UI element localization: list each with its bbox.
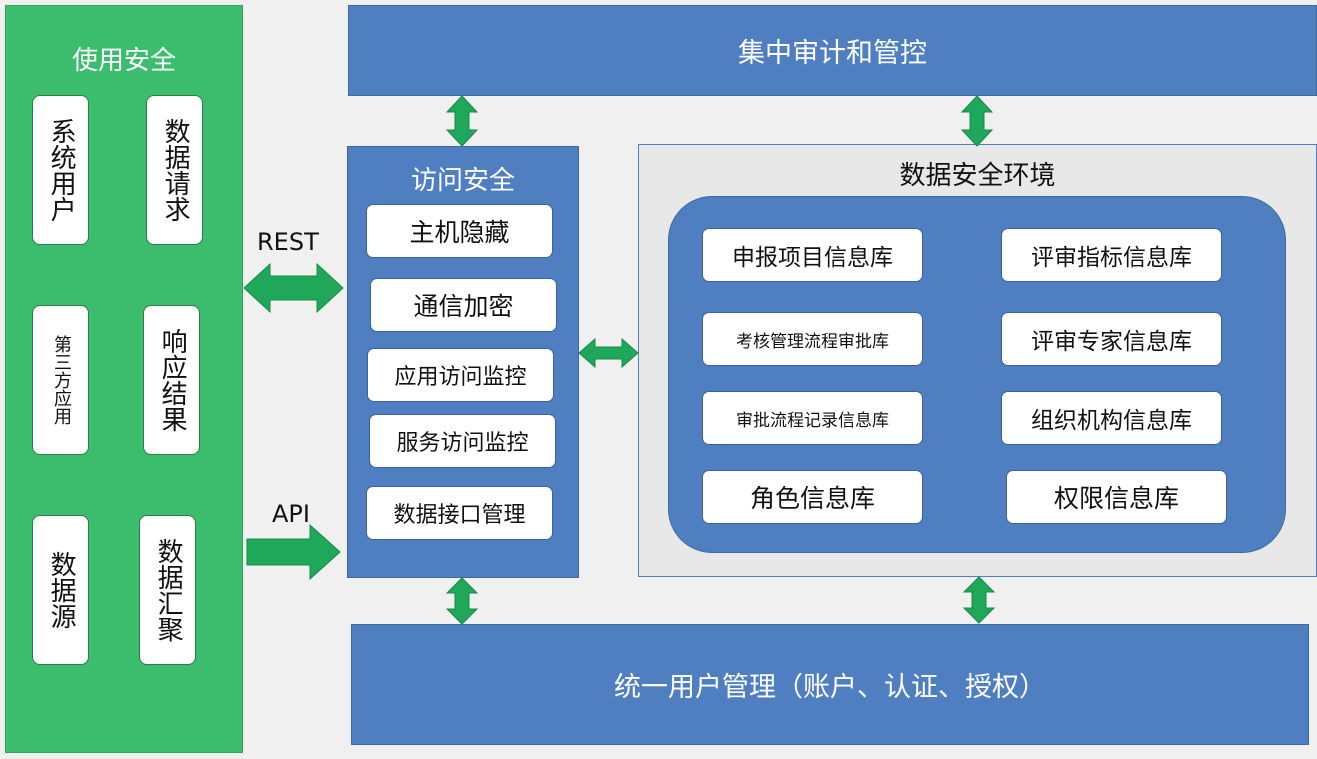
unified-user-mgmt-label: 统一用户管理（账户、认证、授权） <box>614 672 1046 703</box>
access-item-label: 应用访问监控 <box>394 365 527 390</box>
access-item-comm-encryption: 通信加密 <box>370 278 557 332</box>
arrow-api <box>246 523 341 581</box>
access-item-service-access-monitor: 服务访问监控 <box>369 414 556 468</box>
db-label: 评审指标信息库 <box>1031 245 1192 271</box>
double-arrow-env-user <box>962 576 996 624</box>
db-label: 权限信息库 <box>1053 484 1179 513</box>
db-permission: 权限信息库 <box>1006 470 1227 524</box>
double-arrow-audit-env <box>960 95 994 147</box>
access-item-host-hiding: 主机隐藏 <box>366 204 553 258</box>
db-role: 角色信息库 <box>702 470 923 524</box>
rest-label: REST <box>257 228 319 256</box>
access-item-label: 主机隐藏 <box>409 218 510 247</box>
db-declaration-project: 申报项目信息库 <box>702 228 923 282</box>
db-organization: 组织机构信息库 <box>1001 391 1222 445</box>
central-audit-bar: 集中审计和管控 <box>348 5 1317 96</box>
usage-item-system-user: 系统用户 <box>32 95 89 245</box>
data-security-env-title: 数据安全环境 <box>899 161 1056 191</box>
usage-security-title: 使用安全 <box>71 46 176 76</box>
db-label: 申报项目信息库 <box>732 245 893 271</box>
usage-item-data-source: 数据源 <box>32 515 89 665</box>
access-item-label: 数据接口管理 <box>393 503 526 528</box>
access-item-data-interface-mgmt: 数据接口管理 <box>366 486 553 540</box>
db-label: 组织机构信息库 <box>1031 408 1192 434</box>
db-assessment-approval: 考核管理流程审批库 <box>702 312 923 366</box>
db-review-indicator: 评审指标信息库 <box>1001 228 1222 282</box>
double-arrow-access-env <box>578 337 639 369</box>
db-label: 角色信息库 <box>749 484 875 513</box>
usage-item-third-party-app: 第三方应用 <box>32 305 89 455</box>
access-item-label: 通信加密 <box>413 292 514 321</box>
central-audit-label: 集中审计和管控 <box>738 38 927 69</box>
double-arrow-access-user <box>445 577 479 625</box>
db-approval-record: 审批流程记录信息库 <box>702 391 923 445</box>
usage-item-data-aggregation: 数据汇聚 <box>139 515 196 665</box>
api-label: API <box>272 500 310 528</box>
usage-item-response-result: 响应结果 <box>143 305 200 455</box>
double-arrow-rest <box>243 262 344 314</box>
access-item-label: 服务访问监控 <box>396 431 529 456</box>
db-review-expert: 评审专家信息库 <box>1001 312 1222 366</box>
db-label: 评审专家信息库 <box>1031 329 1192 355</box>
usage-item-data-request: 数据请求 <box>146 95 203 245</box>
access-security-title: 访问安全 <box>410 166 515 196</box>
db-label: 审批流程记录信息库 <box>736 410 889 431</box>
double-arrow-audit-access <box>445 95 479 147</box>
db-label: 考核管理流程审批库 <box>736 331 889 352</box>
access-item-app-access-monitor: 应用访问监控 <box>367 348 554 402</box>
unified-user-mgmt-bar: 统一用户管理（账户、认证、授权） <box>351 624 1309 745</box>
